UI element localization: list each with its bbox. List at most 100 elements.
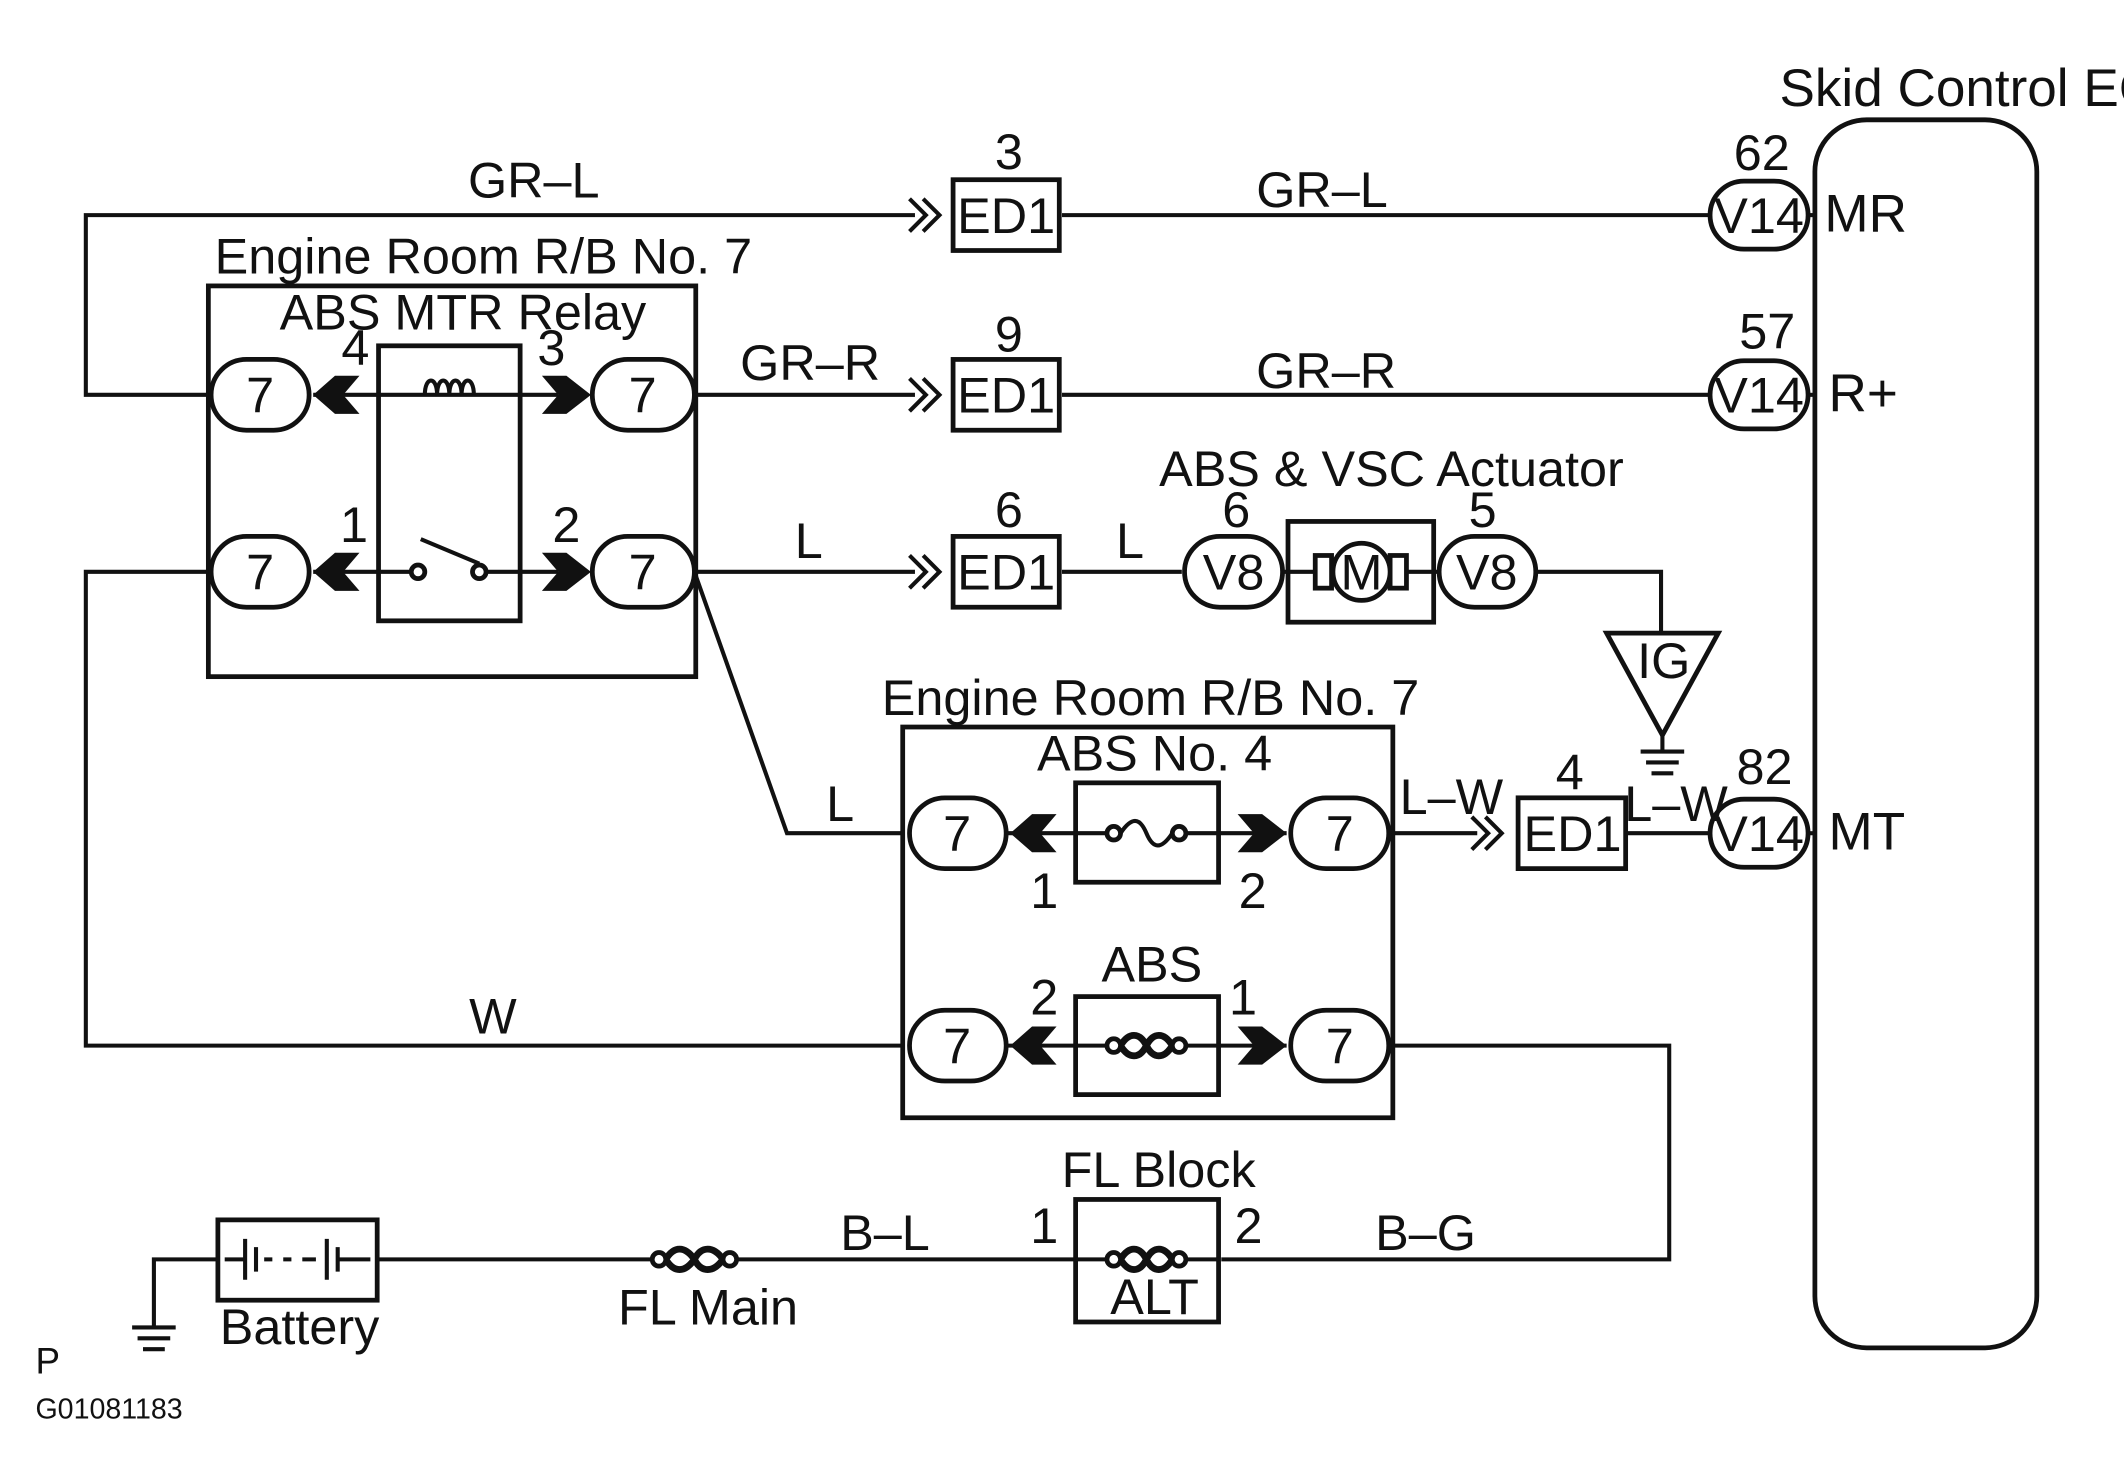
fl-main-label: FL Main	[618, 1279, 798, 1336]
terminal-arrow-icon	[541, 552, 591, 591]
wire-label-l: L	[1116, 512, 1144, 569]
fuse2-pin-left: 2	[1030, 968, 1058, 1025]
fuse-terminal-icon	[1104, 1250, 1123, 1269]
connector-7-label: 7	[246, 367, 274, 424]
v14-pill-rplus	[1707, 358, 1811, 432]
wire-battery-ground	[151, 1257, 218, 1328]
wires	[83, 213, 1818, 1328]
fuse-terminal-icon	[1169, 824, 1189, 843]
wire-label-gr-l: GR–L	[1256, 161, 1388, 218]
motor-brush-left	[1312, 553, 1334, 591]
fl-block-title: FL Block	[1062, 1141, 1257, 1198]
actuator-title: ABS & VSC Actuator	[1159, 440, 1624, 497]
junction-arrow-icon	[908, 554, 943, 590]
ed1-box	[950, 177, 1062, 253]
coil-icon	[422, 378, 476, 395]
ground-icon	[132, 1325, 176, 1352]
motor-label: M	[1341, 544, 1383, 601]
fuse-terminal-icon	[1104, 824, 1123, 843]
actuator-pin-5: 5	[1469, 481, 1497, 538]
v14-label-rplus: V14	[1714, 367, 1804, 424]
relay-pin-4: 4	[341, 319, 369, 376]
connector-7-pin3	[589, 357, 697, 433]
ed1-box	[1515, 795, 1629, 871]
footer: P G01081183	[35, 1341, 182, 1426]
ed1-label: ED1	[1524, 805, 1622, 862]
connector-7-label: 7	[1326, 1017, 1354, 1074]
ecu-pin-mt: 82	[1737, 738, 1793, 795]
ed1-label: ED1	[957, 367, 1055, 424]
fuse-terminal-icon	[1169, 1036, 1189, 1055]
engine-room-rb-relay-block: Engine Room R/B No. 7 ABS MTR Relay 7 4 …	[205, 228, 752, 680]
terminal-arrow-icon	[313, 552, 360, 591]
wire-l-fuse	[692, 571, 910, 836]
motor-icon	[1330, 540, 1393, 603]
relay-pin-2: 2	[552, 496, 580, 553]
fuse-terminal-icon	[1104, 1036, 1123, 1055]
v14-pill-mt	[1707, 796, 1811, 870]
fuse1-pin-right: 2	[1239, 862, 1267, 919]
switch-contact-icon	[470, 562, 489, 582]
junction-pin: 6	[995, 481, 1023, 538]
ed1-box	[950, 534, 1062, 610]
ed1-box	[950, 357, 1062, 433]
wire-labels: GR–L GR–L GR–R GR–R L L L L–W L–W W B–L …	[468, 151, 1728, 1260]
wire-label-l: L	[795, 512, 823, 569]
terminal-arrow-icon	[1010, 814, 1057, 853]
switch-arm-icon	[419, 537, 481, 566]
actuator-pin-6: 6	[1222, 481, 1250, 538]
junction-arrow-icon	[908, 377, 943, 413]
connector-v14-rplus: V14 57	[1707, 303, 1811, 432]
fusible-link-icon	[1117, 1245, 1176, 1273]
ed1-label: ED1	[957, 187, 1055, 244]
ecu-terminal-rplus: R+	[1829, 364, 1898, 423]
ecu-body	[1812, 117, 2040, 1351]
connector-7-fuse1-left	[907, 795, 1009, 871]
connector-7-label: 7	[246, 544, 274, 601]
switch-contact-icon	[408, 562, 428, 582]
ecu-pin-mr: 62	[1734, 124, 1790, 181]
junction-pin: 3	[995, 123, 1023, 180]
v8-pill-left	[1182, 534, 1285, 610]
v14-label-mr: V14	[1714, 187, 1804, 244]
junction-ed1-gr-r: ED1 9	[908, 305, 1062, 433]
ecu-title: Skid Control ECU	[1779, 59, 2124, 118]
connector-7-fuse1-right	[1288, 795, 1392, 871]
fuse-terminal-icon	[649, 1250, 669, 1269]
connector-7-fuse2-right	[1288, 1007, 1392, 1084]
connector-7-label: 7	[943, 805, 971, 862]
junction-pin: 9	[995, 305, 1023, 362]
wire-label-w: W	[469, 987, 517, 1044]
battery: Battery	[132, 1217, 380, 1355]
wire-label-l-w: L–W	[1400, 768, 1504, 825]
fuse-block-title: Engine Room R/B No. 7	[882, 669, 1419, 726]
engine-room-rb-fuse-block: Engine Room R/B No. 7 ABS No. 4 7 1 7 2 …	[882, 669, 1419, 1121]
connector-7-fuse2-left	[907, 1007, 1009, 1084]
figure-id: G01081183	[35, 1394, 182, 1426]
fuse-abs-label: ABS	[1101, 936, 1202, 993]
wire-b-g	[1221, 1043, 1672, 1262]
battery-label: Battery	[220, 1298, 380, 1355]
connector-7-label: 7	[629, 367, 657, 424]
terminal-arrow-icon	[1010, 1026, 1057, 1065]
connector-7-label: 7	[943, 1017, 971, 1074]
ground-icon	[1640, 749, 1685, 776]
wire-label-gr-r: GR–R	[1256, 342, 1396, 399]
wire-label-gr-r: GR–R	[740, 334, 880, 391]
fuse2-pin-right: 1	[1229, 968, 1257, 1025]
wire-label-b-g: B–G	[1375, 1204, 1476, 1261]
fl-block-pin-2: 2	[1235, 1197, 1263, 1254]
connector-7-pin4	[208, 357, 312, 433]
fl-main: FL Main	[618, 1245, 798, 1336]
junction-arrow-icon	[908, 197, 943, 233]
v14-pill-mr	[1707, 178, 1811, 252]
relay-pin-1: 1	[340, 496, 368, 553]
terminal-arrow-icon	[541, 375, 591, 414]
relay-block-title: Engine Room R/B No. 7	[215, 228, 752, 285]
connector-v14-mt: V14 82	[1707, 738, 1811, 870]
ed1-label: ED1	[957, 544, 1055, 601]
v8-label-left: V8	[1203, 544, 1265, 601]
wire-label-gr-l: GR–L	[468, 151, 600, 208]
ecu-terminal-mr: MR	[1824, 184, 1907, 243]
ig-ground: IG	[1602, 630, 1723, 776]
